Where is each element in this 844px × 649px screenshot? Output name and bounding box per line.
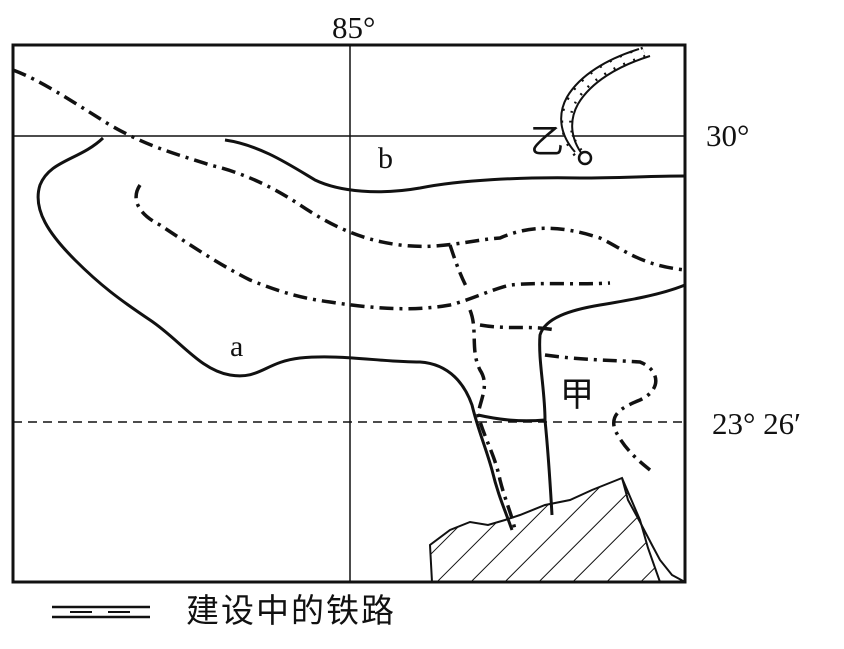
sea-hatched-area xyxy=(428,476,662,582)
border-north xyxy=(13,68,685,272)
label-place-yi: 乙 xyxy=(530,122,564,162)
river-a xyxy=(36,136,514,531)
label-river-a: a xyxy=(230,330,244,363)
border-sikkim xyxy=(448,244,470,291)
label-tropic-of-cancer: 23° 26′ xyxy=(712,406,801,441)
border-bangladesh-north xyxy=(479,323,556,332)
sea-coast-east xyxy=(621,477,685,582)
label-place-jia: 甲 xyxy=(560,375,594,415)
border-bangladesh-east xyxy=(544,353,658,472)
river-b xyxy=(224,138,685,194)
border-nepal-south xyxy=(134,184,611,311)
river-delta-branch xyxy=(477,413,546,423)
label-river-b: b xyxy=(378,142,393,175)
railway-under-construction xyxy=(560,46,651,160)
border-bangladesh-west xyxy=(468,309,517,531)
label-longitude-85: 85° xyxy=(332,10,376,45)
legend-railway-label: 建设中的铁路 xyxy=(186,591,396,630)
legend-railway-symbol xyxy=(52,605,150,619)
city-yi-marker xyxy=(577,150,593,166)
label-latitude-30: 30° xyxy=(706,118,750,153)
map-frame xyxy=(11,43,687,584)
river-brahmaputra-lower xyxy=(538,283,685,516)
